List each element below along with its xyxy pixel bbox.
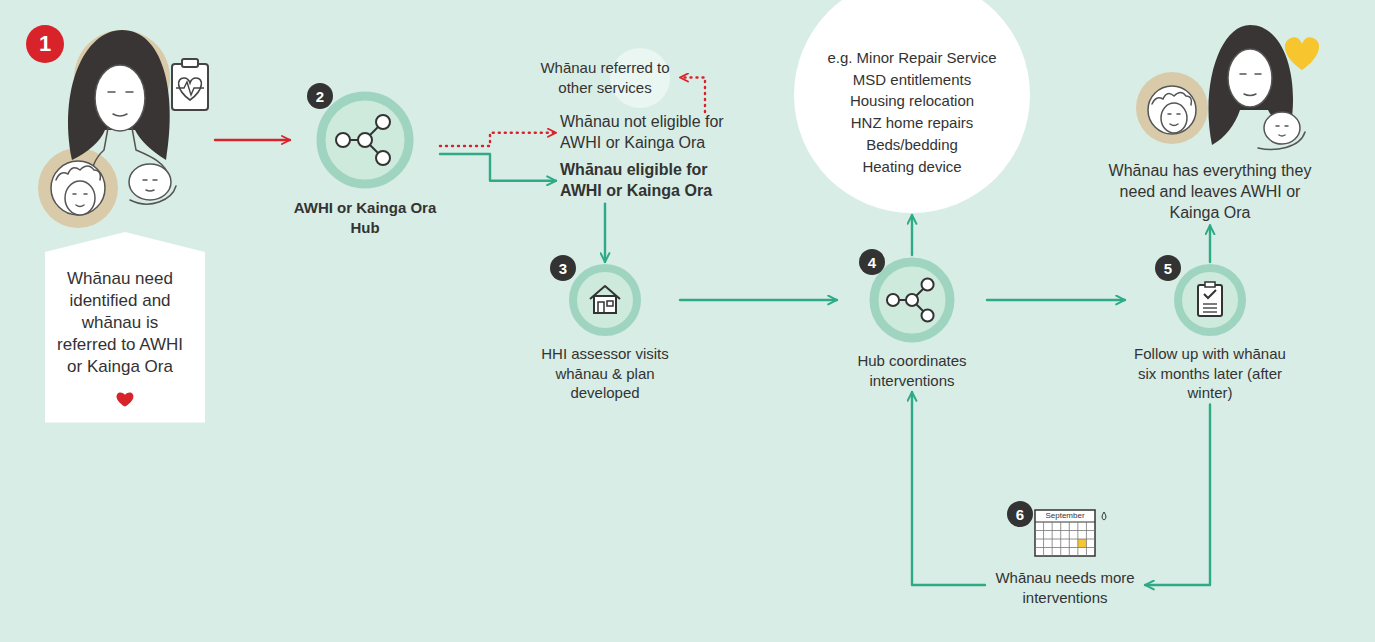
list-item: Heating device xyxy=(794,156,1030,178)
list-item: HNZ home repairs xyxy=(794,112,1030,134)
flow-arrow xyxy=(604,204,606,262)
flow-arrow xyxy=(911,215,913,255)
faint-circle xyxy=(610,48,670,108)
flow-arrow xyxy=(912,392,985,585)
callout-number: 3 xyxy=(550,255,576,281)
step-node: Hub coordinates interventions xyxy=(837,255,987,390)
callout-number: 2 xyxy=(307,83,333,109)
node-outline xyxy=(837,255,987,345)
callout-number: 6 xyxy=(1007,501,1033,527)
node-outline xyxy=(290,88,440,192)
flow-arrow xyxy=(1145,405,1210,586)
list-item: Housing relocation xyxy=(794,90,1030,112)
node-text: Whānau needs more interventions xyxy=(985,568,1145,607)
interventions-circle: e.g. Minor Repair ServiceMSD entitlement… xyxy=(794,0,1030,213)
node-text: Hub coordinates interventions xyxy=(837,351,987,390)
flow-arrow xyxy=(440,154,556,181)
node-text: Whānau has everything they need and leav… xyxy=(1100,161,1320,223)
referral-box: Whānau need identified and whānau is ref… xyxy=(25,20,215,422)
text-node: Whānau has everything they need and leav… xyxy=(1100,15,1320,223)
node-text: Follow up with whānau six months later (… xyxy=(1125,344,1295,403)
step-node: Whānau needs more interventions xyxy=(985,508,1145,607)
flow-arrow xyxy=(987,299,1125,301)
text-node: Whānau not eligible for AWHI or Kainga O… xyxy=(560,112,750,154)
step-node: Follow up with whānau six months later (… xyxy=(1125,262,1295,403)
flow-arrow xyxy=(1209,225,1211,262)
node-text: Whānau referred to other services xyxy=(530,58,680,97)
flow-arrow xyxy=(680,299,837,301)
callout-number: 5 xyxy=(1155,255,1181,281)
flow-arrow xyxy=(215,139,290,141)
node-text: Whānau eligible for AWHI or Kainga Ora xyxy=(560,160,750,202)
node-text: HHI assessor visits whānau & plan develo… xyxy=(530,344,680,403)
clipboard-heart-icon xyxy=(172,59,208,110)
red-heart xyxy=(117,392,134,406)
node-text: Whānau not eligible for AWHI or Kainga O… xyxy=(560,112,750,154)
family-illustration xyxy=(1136,25,1305,149)
callout-number: 1 xyxy=(26,25,64,63)
node-text: Whānau need identified and whānau is ref… xyxy=(57,268,183,378)
node-outline xyxy=(530,262,680,338)
list-item: MSD entitlements xyxy=(794,69,1030,91)
node-outline xyxy=(1125,262,1295,338)
family-illustration xyxy=(38,30,176,228)
list-item: Beds/bedding xyxy=(794,134,1030,156)
text-node: Whānau referred to other services xyxy=(530,58,680,97)
step-node: HHI assessor visits whānau & plan develo… xyxy=(530,262,680,403)
text-node: Whānau eligible for AWHI or Kainga Ora xyxy=(560,160,750,202)
flow-arrow xyxy=(440,133,556,146)
node-text: AWHI or Kainga Ora Hub xyxy=(290,198,440,237)
flow-arrow xyxy=(680,78,705,113)
step-node: AWHI or Kainga Ora Hub xyxy=(290,88,440,237)
list-item: e.g. Minor Repair Service xyxy=(794,47,1030,69)
node-outline xyxy=(985,508,1145,562)
yellow-heart xyxy=(1285,37,1319,70)
